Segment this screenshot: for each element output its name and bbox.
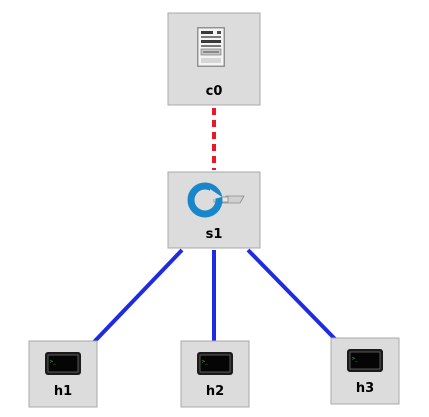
node-h3-label: h3	[356, 381, 374, 396]
svg-text:>_: >_	[202, 359, 209, 365]
node-h3[interactable]: >_ h3	[330, 337, 400, 405]
svg-text:>_: >_	[50, 359, 57, 365]
node-s1-label: s1	[206, 227, 223, 242]
link-s1-h1	[92, 248, 184, 344]
node-h1[interactable]: >_ h1	[28, 340, 98, 408]
link-s1-h3	[246, 248, 338, 342]
terminal-icon: >_	[347, 349, 383, 372]
links-layer	[92, 108, 338, 344]
node-c0[interactable]: c0	[167, 12, 261, 106]
server-icon	[197, 27, 225, 67]
node-s1[interactable]: s1	[167, 171, 261, 249]
svg-text:>_: >_	[352, 356, 359, 362]
switch-icon	[187, 182, 245, 218]
node-h2-label: h2	[206, 384, 224, 399]
node-c0-label: c0	[206, 84, 223, 99]
terminal-icon: >_	[197, 352, 233, 375]
node-h1-label: h1	[54, 384, 72, 399]
terminal-icon: >_	[45, 352, 81, 375]
node-h2[interactable]: >_ h2	[180, 340, 250, 408]
